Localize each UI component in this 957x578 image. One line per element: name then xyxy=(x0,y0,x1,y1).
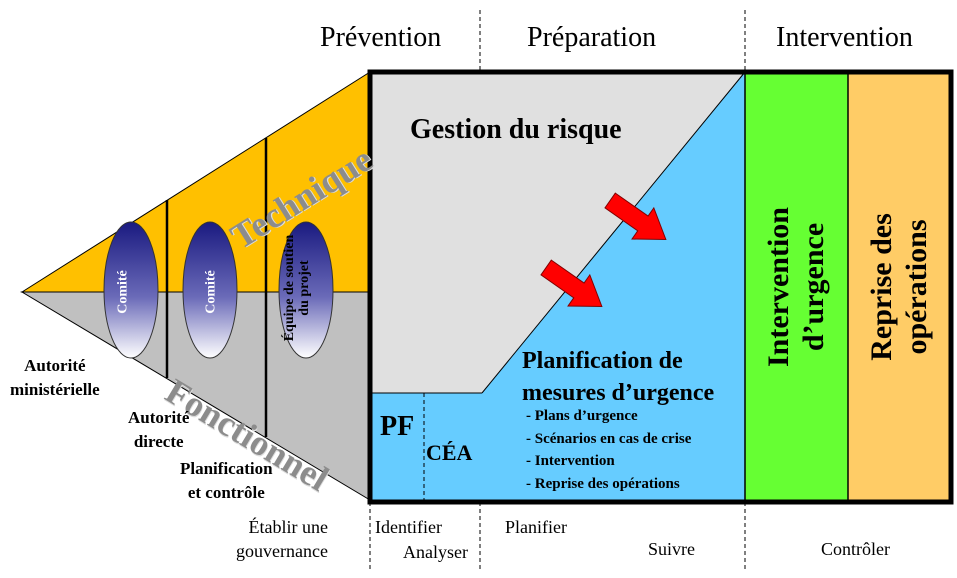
authority-ministerial: Autorité ministérielle xyxy=(10,356,100,399)
committee-label-1: Comité xyxy=(115,270,131,314)
ellipse-project-team xyxy=(278,221,334,359)
red-arrow-2 xyxy=(540,259,603,308)
list-item: - Plans d’urgence xyxy=(526,408,638,424)
main-frame xyxy=(367,69,954,505)
emergency-planning-title: Planification de mesures d’urgence xyxy=(522,348,715,406)
control-label: Contrôler xyxy=(821,539,890,559)
list-item: - Scénarios en cas de crise xyxy=(526,430,692,447)
risk-management-title: Gestion du risque xyxy=(410,114,622,145)
emergency-intervention-label: Intervention d’urgence xyxy=(762,207,830,367)
authority-direct: Autorité directe xyxy=(128,408,190,451)
identify-label: Identifier xyxy=(375,517,442,537)
risk-boundary-diagonal xyxy=(481,71,746,394)
emergency-items-list: - Plans d’urgence - Scénarios en cas de … xyxy=(526,405,691,495)
risk-management-area xyxy=(370,72,745,393)
intervention-panel xyxy=(745,72,848,502)
analyze-label: Analyser xyxy=(403,542,468,562)
recovery-panel xyxy=(848,72,951,502)
governance-label: Établir une gouvernance xyxy=(236,517,328,561)
operations-recovery-label: Reprise des opérations xyxy=(865,213,933,361)
phase-intervention: Intervention xyxy=(776,22,913,53)
phase-preparation: Préparation xyxy=(527,22,657,53)
committee-label-2: Comité xyxy=(203,270,219,314)
red-arrow-1 xyxy=(604,192,667,241)
ellipse-committee-2 xyxy=(182,221,238,359)
cea-label: CÉA xyxy=(426,440,473,465)
ellipse-committee-1 xyxy=(103,221,159,359)
list-item: - Intervention xyxy=(526,453,615,469)
plan-label: Planifier xyxy=(505,517,567,537)
planning-control: Planification et contrôle xyxy=(180,459,273,502)
follow-label: Suivre xyxy=(648,539,695,559)
project-team-label: Équipe de soutien du projet xyxy=(282,234,312,342)
pf-label: PF xyxy=(380,411,415,442)
list-item: - Reprise des opérations xyxy=(526,475,680,492)
phase-prevention: Prévention xyxy=(320,22,442,53)
